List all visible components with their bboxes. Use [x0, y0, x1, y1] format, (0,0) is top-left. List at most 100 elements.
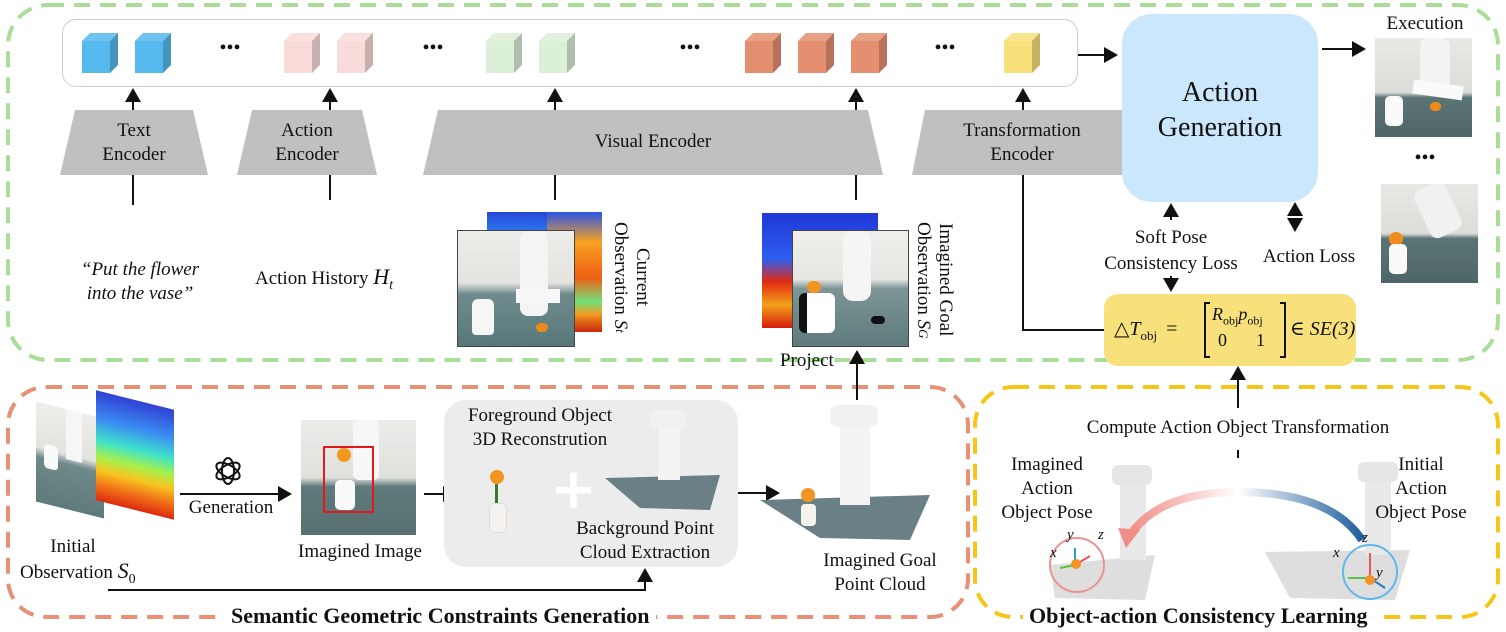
transformation-token-cube: [1004, 33, 1040, 73]
formula-one: 1: [1256, 330, 1265, 350]
imagined-axis-y: y: [1067, 527, 1074, 543]
initial-pose-line-3: Object Pose: [1375, 502, 1467, 523]
ocl-title: Object-action Consistency Learning: [1023, 603, 1374, 629]
formula-delta-t: △T: [1114, 318, 1141, 340]
formula-r: R: [1212, 304, 1223, 324]
goal-observation-line-2: Observation: [913, 221, 934, 320]
visual-goal-token-cube: [798, 33, 834, 73]
token-cubes: [82, 33, 1040, 73]
generation-label: Generation: [188, 497, 274, 518]
execution-label: Execution: [1386, 13, 1464, 34]
initial-rgb-image: [36, 401, 104, 519]
background-line-2: Cloud Extraction: [579, 542, 711, 563]
formula-rhs: ∈ SE(3): [1290, 318, 1356, 340]
imagined-axis-x: x: [1050, 545, 1057, 561]
current-observation-line-2: Observation: [610, 222, 631, 320]
initial-pose-circle: [1342, 544, 1398, 600]
imagined-image-label: Imagined Image: [298, 541, 422, 562]
plus-icon: +: [550, 457, 597, 522]
instruction-line-1: “Put the flower: [80, 259, 200, 280]
goal-point-cloud-line-1: Imagined Goal: [823, 550, 937, 571]
goal-observation-symbol: S: [913, 319, 934, 329]
visual-encoder: Visual Encoder: [423, 110, 883, 175]
transformation-encoder-label-2: Encoder: [990, 144, 1054, 165]
line-transform-to-formula: [1022, 175, 1106, 331]
goal-point-cloud: [760, 405, 930, 540]
imagined-pose-line-1: Imagined: [1011, 454, 1083, 475]
visual-goal-token-cube: [851, 33, 887, 73]
formula-zero: 0: [1218, 330, 1227, 350]
action-generation-box: Action Generation: [1122, 14, 1318, 202]
action-history-label: Action History Ht: [255, 265, 393, 298]
vase-icon: [489, 503, 507, 533]
action-encoder: Action Encoder: [237, 110, 377, 175]
formula-p: p: [1238, 304, 1248, 324]
imagined-pose-line-2: Action: [1021, 478, 1073, 499]
initial-observation-line-2: Observation S0: [20, 559, 136, 592]
initial-pose-line-2: Action: [1395, 478, 1447, 499]
compute-transformation-label: Compute Action Object Transformation: [1086, 417, 1390, 438]
initial-observation-line-1: Initial: [50, 536, 96, 557]
initial-axis-x: x: [1333, 545, 1340, 561]
execution-image-1: [1375, 38, 1472, 137]
current-observation-label: Current Observation St: [609, 205, 653, 350]
formula-r-sub: obj: [1223, 313, 1239, 328]
foreground-line-2: 3D Reconstrution: [472, 429, 608, 450]
background-line-1: Background Point: [576, 518, 714, 539]
instruction-line-2: into the vase”: [86, 283, 194, 304]
policy-panel-border: [6, 3, 1500, 362]
imagined-image: [301, 420, 416, 535]
initial-depth-image: [96, 390, 174, 520]
flower-stem: [495, 484, 498, 504]
execution-image-2: [1381, 184, 1478, 283]
execution-ellipsis: •••: [1414, 147, 1436, 169]
action-generation-line-1: Action: [1181, 77, 1259, 108]
token-ellipsis-3: •••: [679, 37, 701, 59]
current-rgb-image: [457, 230, 575, 347]
token-ellipsis-1: •••: [219, 37, 241, 59]
action-generation-line-2: Generation: [1157, 112, 1283, 143]
token-ellipsis-4: •••: [934, 37, 956, 59]
text-token-cube: [82, 33, 118, 73]
foreground-line-1: Foreground Object: [467, 405, 613, 426]
imagined-pose-line-3: Object Pose: [1001, 502, 1093, 523]
imagined-pose-circle: [1049, 537, 1105, 593]
transformation-encoder: Transformation Encoder: [912, 110, 1142, 175]
action-token-cube: [284, 33, 320, 73]
text-encoder-label-1: Text: [117, 120, 151, 141]
visual-goal-token-cube: [745, 33, 781, 73]
formula-matrix: Robjpobj 0 1: [1204, 302, 1286, 358]
generation-model-icon: [215, 457, 241, 485]
text-encoder: Text Encoder: [60, 110, 208, 175]
goal-point-cloud-line-2: Point Cloud: [834, 574, 926, 595]
soft-pose-line-1: Soft Pose: [1134, 227, 1208, 248]
imagined-scene-table: [1050, 555, 1155, 600]
visual-encoder-label: Visual Encoder: [594, 131, 712, 152]
goal-observation-sub: G: [916, 328, 931, 339]
formula-lhs-sub: obj: [1140, 328, 1158, 343]
action-history-sub: t: [389, 277, 393, 293]
visual-current-token-cube: [539, 33, 575, 73]
initial-scene-table: [1265, 550, 1410, 600]
initial-axis-y: y: [1376, 565, 1383, 581]
soft-pose-line-2: Consistency Loss: [1104, 253, 1238, 274]
action-loss-label: Action Loss: [1262, 246, 1356, 267]
flower-icon: [490, 470, 504, 484]
initial-observation-sub: 0: [128, 571, 136, 587]
initial-observation-symbol: S: [117, 558, 129, 583]
goal-observation-line-1: Imagined Goal: [935, 223, 956, 337]
object-bounding-box: [323, 446, 374, 513]
transformation-encoder-label-1: Transformation: [963, 120, 1081, 141]
text-encoder-label-2: Encoder: [102, 144, 166, 165]
current-observation-line-1: Current: [632, 248, 653, 307]
text-token-cube: [135, 33, 171, 73]
action-encoder-label-1: Action: [281, 120, 333, 141]
action-history-text: Action History: [255, 268, 374, 289]
initial-pose-line-1: Initial: [1398, 454, 1444, 475]
imagined-axis-z: z: [1098, 527, 1104, 543]
transformation-formula-box: △Tobj = Robjpobj 0 1 ∈ SE(3): [1104, 294, 1356, 366]
action-history-symbol: H: [373, 264, 390, 289]
line-initial-to-background: [108, 568, 653, 591]
ocl-scene: [1049, 462, 1410, 600]
